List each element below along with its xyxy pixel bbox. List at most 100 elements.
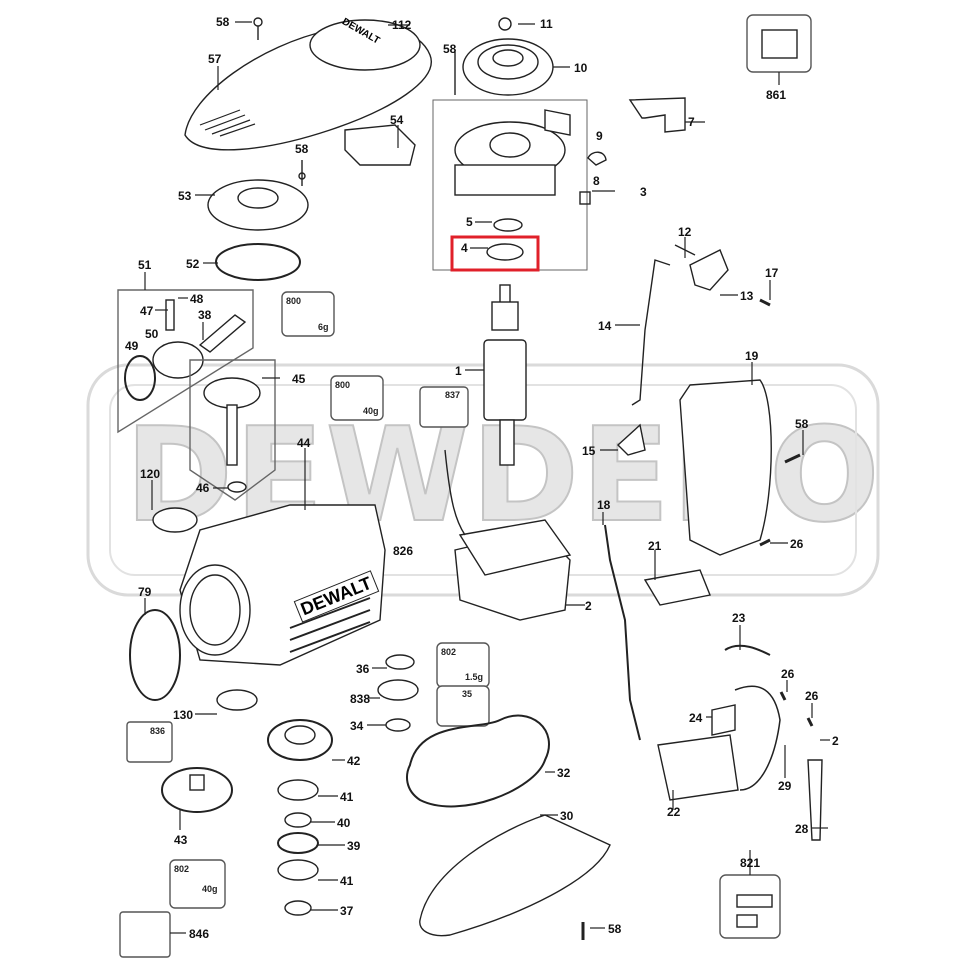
- grease-amount: 40g: [202, 884, 218, 894]
- part-label-12[interactable]: 12: [678, 225, 692, 239]
- switch-15: [616, 423, 646, 456]
- part-label-11[interactable]: 11: [540, 17, 553, 31]
- screw-58-top: [253, 17, 263, 40]
- bearing-41a: [277, 779, 319, 801]
- grease-amount: 40g: [363, 406, 379, 416]
- motor-housing-44: [179, 504, 386, 666]
- part-label-39[interactable]: 39: [347, 839, 361, 853]
- part-label-29[interactable]: 29: [778, 779, 792, 793]
- kit-label-838[interactable]: 35: [462, 689, 473, 699]
- part-label-50[interactable]: 50: [145, 327, 159, 341]
- part-label-79[interactable]: 79: [138, 585, 152, 599]
- part-label-25-truncated[interactable]: 2: [832, 734, 839, 748]
- part-label-130[interactable]: 130: [173, 708, 194, 722]
- kit-836-box: [126, 721, 173, 763]
- part-label-26[interactable]: 26: [805, 689, 819, 703]
- part-label-54[interactable]: 54: [390, 113, 404, 127]
- part-label-23[interactable]: 23: [732, 611, 746, 625]
- part-label-13[interactable]: 13: [740, 289, 754, 303]
- part-label-19[interactable]: 19: [745, 349, 759, 363]
- part-label-58[interactable]: 58: [443, 42, 457, 56]
- part-label-44[interactable]: 44: [297, 436, 311, 450]
- screw-26a: [759, 538, 771, 547]
- part-label-112[interactable]: 112: [392, 18, 412, 32]
- part-label-45[interactable]: 45: [292, 372, 306, 386]
- handle-19: [679, 379, 772, 556]
- kit-label-836[interactable]: 836: [150, 726, 166, 736]
- part-label-15[interactable]: 15: [582, 444, 596, 458]
- part-label-9[interactable]: 9: [596, 129, 603, 143]
- part-label-46[interactable]: 46: [196, 481, 210, 495]
- con-rod-38: [198, 314, 247, 353]
- part-label-49[interactable]: 49: [125, 339, 139, 353]
- part-label-17[interactable]: 17: [765, 266, 779, 280]
- part-label-35[interactable]: 838: [350, 692, 371, 706]
- part-label-34[interactable]: 34: [350, 719, 364, 733]
- kit-838-box: [436, 685, 490, 727]
- part-label-846[interactable]: 846: [189, 927, 210, 941]
- part-label-2[interactable]: 2: [585, 599, 592, 613]
- part-label-5[interactable]: 5: [466, 215, 473, 229]
- part-label-3[interactable]: 3: [640, 185, 647, 199]
- switch-plate-21: [643, 569, 711, 606]
- part-label-42[interactable]: 42: [347, 754, 361, 768]
- piston-frame-51: [117, 289, 254, 434]
- lever-13: [689, 249, 729, 291]
- part-label-861[interactable]: 861: [766, 88, 787, 102]
- part-label-24[interactable]: 24: [689, 711, 703, 725]
- part-label-8[interactable]: 8: [593, 174, 600, 188]
- part-label-36[interactable]: 36: [356, 662, 370, 676]
- part-label-30[interactable]: 30: [560, 809, 574, 823]
- part-label-28[interactable]: 28: [795, 822, 809, 836]
- field-housing-2: [454, 519, 572, 621]
- part-label-41[interactable]: 41: [340, 874, 354, 888]
- part-label-51[interactable]: 51: [138, 258, 152, 272]
- part-label-10[interactable]: 10: [574, 61, 588, 75]
- bearing-120: [152, 507, 198, 533]
- part-label-26[interactable]: 26: [790, 537, 804, 551]
- part-label-53[interactable]: 53: [178, 189, 192, 203]
- part-label-826[interactable]: 826: [393, 544, 414, 558]
- grease-code-802: 802: [441, 647, 457, 657]
- part-label-38[interactable]: 38: [198, 308, 212, 322]
- part-label-18[interactable]: 18: [597, 498, 611, 512]
- brush-8: [579, 191, 591, 205]
- part-label-40[interactable]: 40: [337, 816, 351, 830]
- bearing-40: [284, 812, 312, 828]
- cable-23: [724, 644, 771, 656]
- part-label-4[interactable]: 4: [461, 241, 468, 255]
- striker-frame-45: [189, 359, 276, 501]
- part-label-52[interactable]: 52: [186, 257, 200, 271]
- part-label-26[interactable]: 26: [781, 667, 795, 681]
- kit-837-box: [419, 386, 469, 428]
- gasket-32: [406, 714, 550, 808]
- wire-field: [444, 449, 466, 536]
- screw-26c: [806, 717, 814, 727]
- switch-22: [657, 734, 739, 801]
- part-label-48[interactable]: 48: [190, 292, 204, 306]
- nut-11: [498, 17, 512, 31]
- part-label-32[interactable]: 32: [557, 766, 571, 780]
- part-label-21[interactable]: 21: [648, 539, 662, 553]
- part-label-58[interactable]: 58: [795, 417, 809, 431]
- part-label-58[interactable]: 58: [295, 142, 309, 156]
- part-label-1[interactable]: 1: [455, 364, 462, 378]
- kit-label-837[interactable]: 837: [445, 390, 461, 400]
- part-label-43[interactable]: 43: [174, 833, 188, 847]
- bearing-130: [216, 689, 258, 711]
- part-label-7[interactable]: 7: [688, 115, 695, 129]
- part-label-41[interactable]: 41: [340, 790, 354, 804]
- grease-code-802[interactable]: 802: [174, 864, 190, 874]
- highlight-box: [450, 235, 540, 272]
- part-label-821[interactable]: 821: [740, 856, 761, 870]
- o-ring-52: [215, 243, 301, 281]
- part-label-120[interactable]: 120: [140, 467, 161, 481]
- part-label-37[interactable]: 37: [340, 904, 354, 918]
- part-label-47[interactable]: 47: [140, 304, 154, 318]
- o-ring-46: [227, 481, 247, 493]
- part-label-58[interactable]: 58: [608, 922, 622, 936]
- part-label-57[interactable]: 57: [208, 52, 222, 66]
- part-label-58[interactable]: 58: [216, 15, 230, 29]
- part-label-14[interactable]: 14: [598, 319, 612, 333]
- part-label-22[interactable]: 22: [667, 805, 681, 819]
